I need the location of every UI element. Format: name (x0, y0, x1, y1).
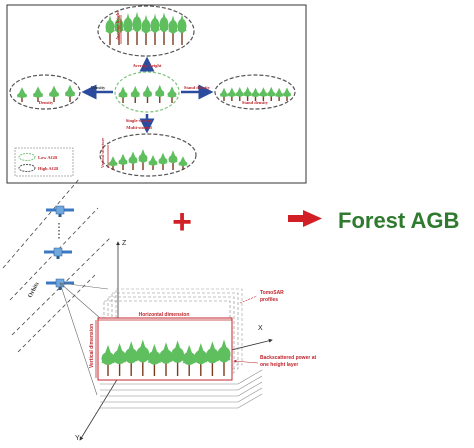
bottom-side-label: Vertical structure (100, 138, 105, 168)
tree-icon (147, 344, 161, 376)
y-axis (79, 377, 119, 441)
tree-icon (65, 84, 75, 102)
left-forest-ellipse (9, 74, 81, 110)
legend-box (14, 147, 74, 177)
legend-low-swatch (18, 153, 36, 161)
tree-icon (267, 86, 276, 101)
tree-icon (101, 344, 115, 376)
tree-icon (283, 87, 291, 101)
tree-icon (205, 341, 219, 376)
tree-icon (141, 14, 151, 45)
backscatter-label-2: one height layer (260, 362, 298, 368)
tree-icon (227, 87, 236, 101)
tree-icon (168, 15, 178, 45)
tree-icon (138, 149, 148, 170)
multistory-tree-group (108, 149, 188, 170)
tree-icon (194, 343, 208, 376)
vertical-dimension-label: Vertical dimension (89, 324, 95, 368)
tree-icon (275, 87, 284, 101)
tree-icon (118, 153, 128, 170)
legend-low-label: Low AGB (38, 155, 57, 160)
horizontal-dimension-label: Horizontal dimension (139, 312, 190, 318)
tree-icon (118, 86, 128, 103)
beam-line-3 (59, 282, 109, 290)
tree-icon (243, 86, 252, 101)
backscatter-label-1: Backscattered power at (260, 355, 316, 361)
tree-icon (220, 87, 228, 101)
tomosar-leader (239, 295, 258, 304)
orbits-label: Orbits (27, 281, 40, 299)
tree-icon (235, 87, 244, 101)
bottom-upper-label: Single-storied (126, 118, 153, 123)
satellite-icon (46, 205, 74, 217)
tree-icon (136, 339, 150, 376)
tree-icon (150, 13, 160, 45)
tree-icon (168, 150, 178, 170)
result-title: Forest AGB (338, 208, 459, 233)
z-axis-label: Z (122, 240, 127, 247)
plus-sign: + (172, 203, 192, 241)
tree-icon (49, 85, 59, 102)
bottom-forest-ellipse (99, 133, 197, 177)
tree-icon (159, 12, 169, 45)
center-right-label: Stand density (184, 85, 211, 90)
legend-high-swatch (18, 164, 36, 172)
tree-icon (158, 152, 168, 170)
tree-icon (178, 156, 188, 170)
left-bottom-label: Density (39, 100, 54, 105)
backscatter-leader (233, 359, 259, 364)
tree-icon (259, 87, 268, 101)
right-forest-ellipse (214, 74, 296, 110)
tree-icon (124, 341, 138, 376)
tree-icon (251, 87, 260, 101)
tree-icon (182, 344, 196, 376)
red-arrow-icon (288, 210, 322, 227)
tree-icon (143, 85, 152, 103)
center-left-label: Density (91, 85, 106, 90)
orbit-line-1 (2, 177, 81, 269)
tree-icon (148, 155, 158, 170)
ground-layers (100, 369, 263, 409)
tree-icon (155, 84, 165, 103)
beam-line-1 (59, 282, 98, 396)
dense-tree-group (220, 86, 291, 101)
tree-icon (17, 87, 27, 102)
tree-icon (108, 156, 118, 170)
tree-icon (33, 86, 43, 102)
beam-line-2 (59, 282, 101, 319)
tree-icon (128, 151, 138, 170)
tree-icon (132, 11, 142, 45)
tree-icon (167, 86, 177, 103)
tree-icon (171, 340, 185, 376)
tree-icon (130, 85, 140, 103)
sar-tree-row (101, 339, 231, 376)
x-axis-label: X (258, 325, 263, 332)
tree-icon (123, 13, 133, 45)
satellite-icon (44, 247, 72, 259)
y-axis-label: Y (75, 435, 80, 442)
right-bottom-label: Stand density (242, 100, 269, 105)
orbit-line-3 (11, 237, 111, 336)
center-forest-ellipse (114, 71, 180, 113)
tomosar-label-1: TomoSAR (260, 290, 284, 296)
top-axis-label: Average height (115, 11, 120, 40)
tomosar-label-2: profiles (260, 297, 278, 303)
sparse-tree-group (17, 84, 75, 102)
bottom-lower-label: Multi-storied (126, 125, 152, 130)
legend-high-label: High AGB (38, 166, 58, 171)
tree-icon (159, 342, 173, 376)
tree-icon (177, 14, 187, 45)
tree-icon (105, 15, 115, 45)
center-top-label: Average height (133, 63, 162, 68)
top-forest-ellipse (97, 5, 195, 57)
center-tree-group (118, 84, 177, 103)
tree-icon (217, 339, 231, 376)
tree-icon (113, 343, 127, 376)
